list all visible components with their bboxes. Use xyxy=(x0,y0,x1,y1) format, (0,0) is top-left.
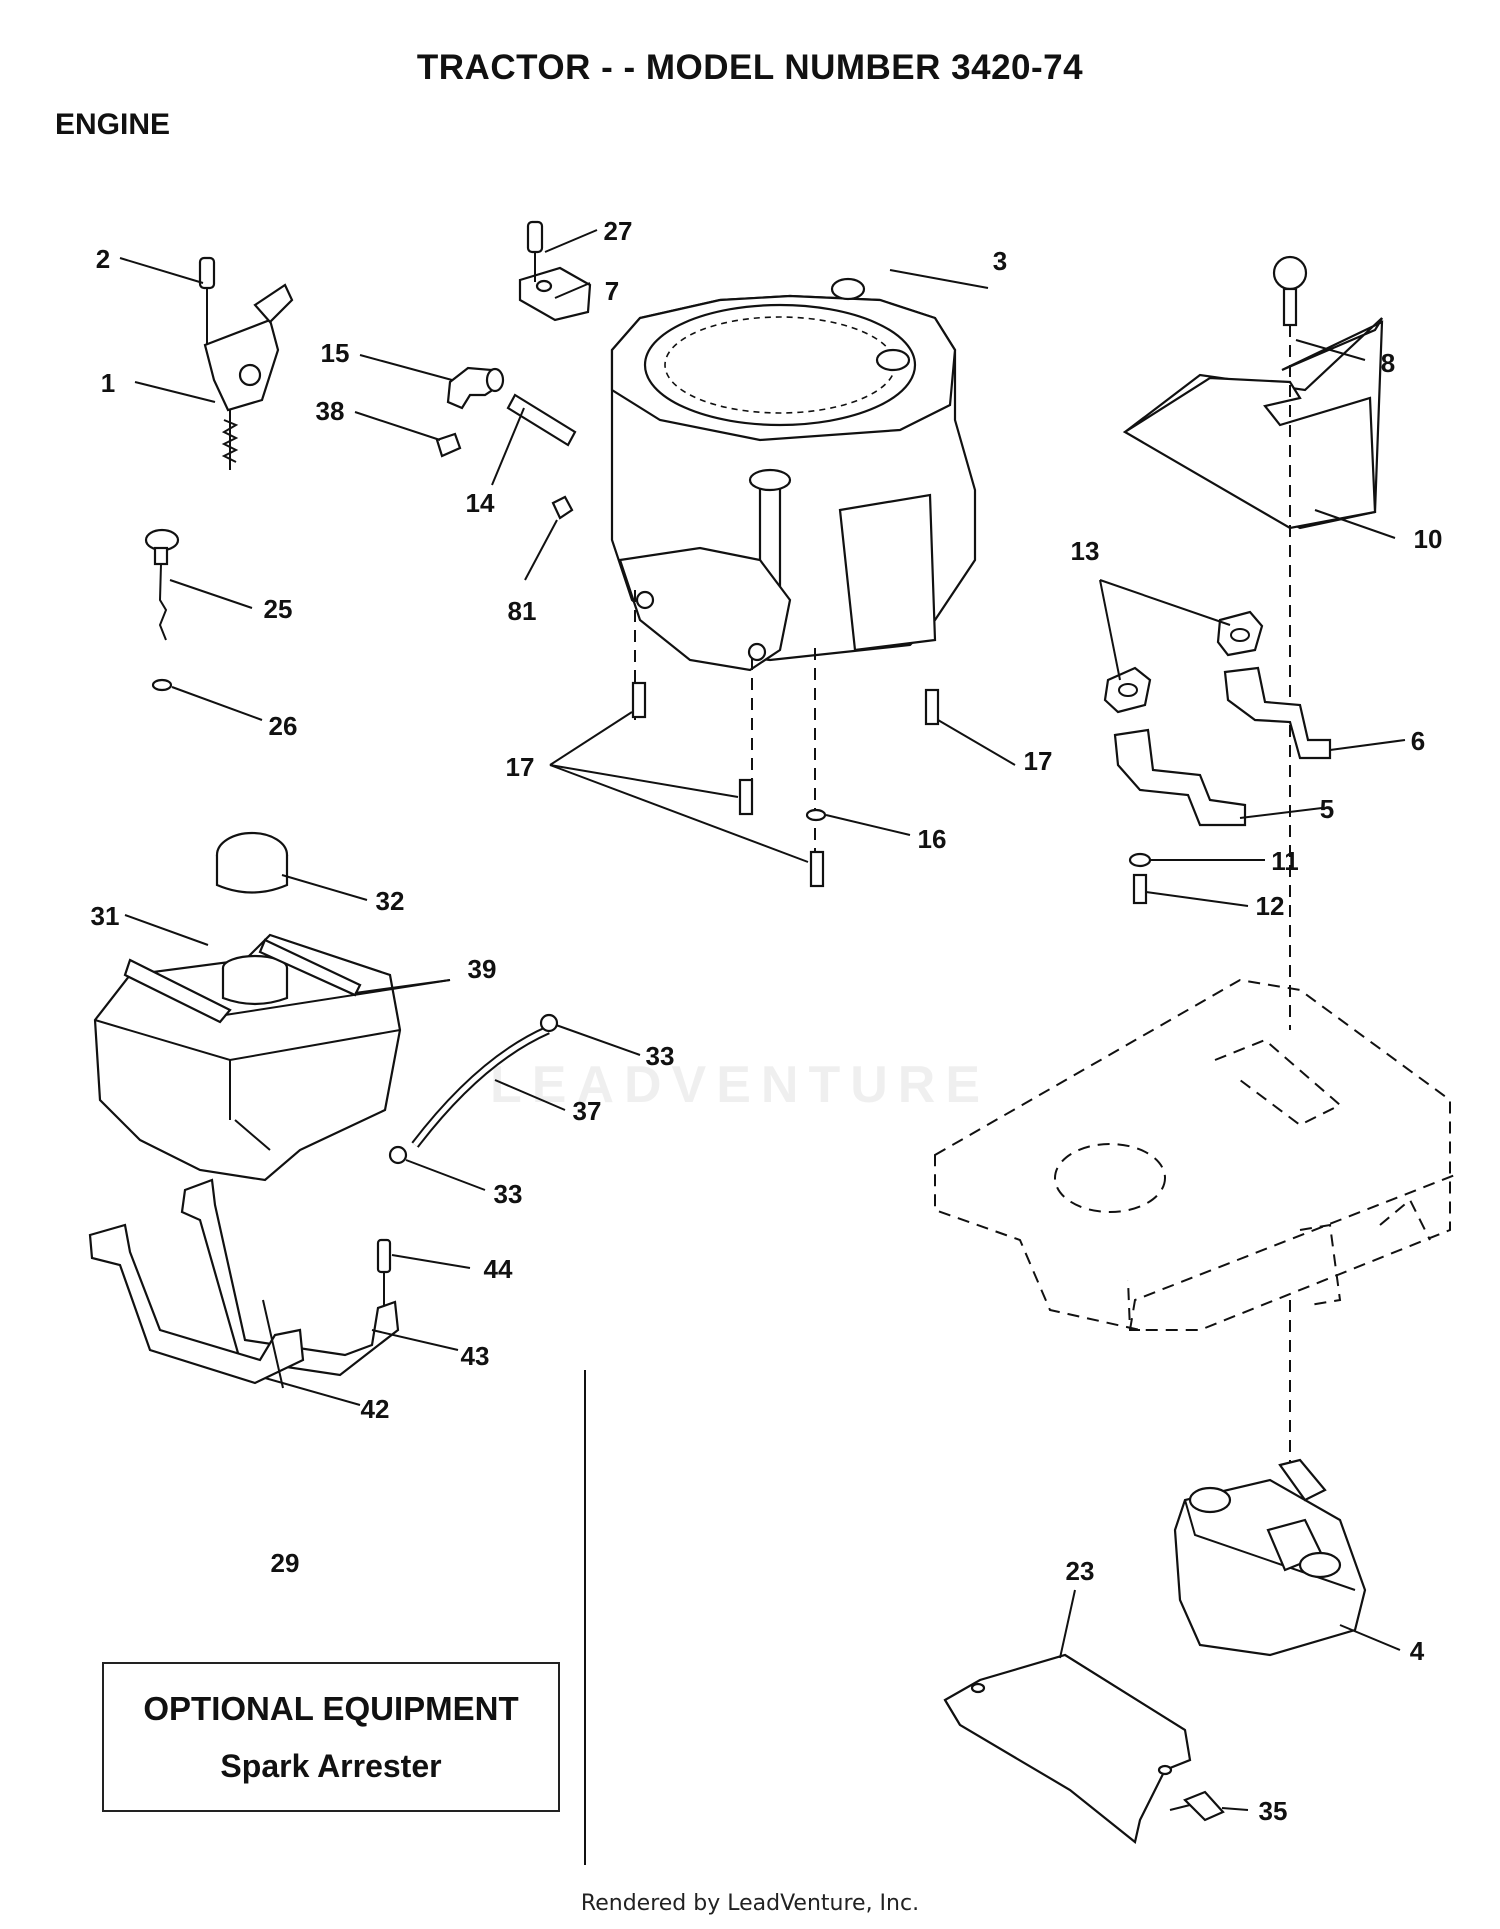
callout-labels: 1 2 3 4 5 6 7 8 10 11 12 13 14 15 16 17 … xyxy=(91,216,1443,1826)
fuel-line-part xyxy=(388,1013,559,1165)
callout-27: 27 xyxy=(604,216,633,246)
callout-6: 6 xyxy=(1411,726,1425,756)
callout-81: 81 xyxy=(508,596,537,626)
callout-7: 7 xyxy=(605,276,619,306)
tank-straps-part xyxy=(88,1178,400,1385)
exhaust-pipes-part xyxy=(1103,610,1332,905)
callout-23: 23 xyxy=(1066,1556,1095,1586)
callout-31: 31 xyxy=(91,901,120,931)
callout-15: 15 xyxy=(321,338,350,368)
choke-knob-part xyxy=(144,528,180,692)
tractor-frame-part xyxy=(934,978,1456,1470)
callout-17-right: 17 xyxy=(1024,746,1053,776)
callout-14: 14 xyxy=(466,488,495,518)
callout-38: 38 xyxy=(316,396,345,426)
muffler-part xyxy=(1173,1458,1367,1657)
fuel-tank-part xyxy=(93,831,402,1182)
optional-equipment-title: OPTIONAL EQUIPMENT xyxy=(143,1690,519,1727)
callout-39: 39 xyxy=(468,954,497,984)
callout-35: 35 xyxy=(1259,1796,1288,1826)
callout-26: 26 xyxy=(269,711,298,741)
callout-5: 5 xyxy=(1320,794,1334,824)
callout-44: 44 xyxy=(484,1254,513,1284)
leader-lines xyxy=(119,229,1406,1811)
callout-17-left: 17 xyxy=(506,752,535,782)
callout-2: 2 xyxy=(96,244,110,274)
callout-29: 29 xyxy=(271,1548,300,1578)
engine-part xyxy=(610,277,977,672)
diagram-title: TRACTOR - - MODEL NUMBER 3420-74 xyxy=(416,48,1084,87)
callout-42: 42 xyxy=(361,1394,390,1424)
optional-equipment-subtitle: Spark Arrester xyxy=(220,1748,442,1784)
callout-33-bottom: 33 xyxy=(494,1179,523,1209)
callout-3: 3 xyxy=(993,246,1007,276)
callout-4: 4 xyxy=(1410,1636,1425,1666)
callout-10: 10 xyxy=(1414,524,1443,554)
optional-equipment-box: OPTIONAL EQUIPMENT Spark Arrester xyxy=(102,1662,560,1812)
callout-11: 11 xyxy=(1271,846,1299,876)
callout-8: 8 xyxy=(1381,348,1395,378)
callout-32: 32 xyxy=(376,886,405,916)
callout-13: 13 xyxy=(1071,536,1100,566)
callout-1: 1 xyxy=(101,368,115,398)
callout-43: 43 xyxy=(461,1341,490,1371)
callout-12: 12 xyxy=(1256,891,1285,921)
callout-25: 25 xyxy=(264,594,293,624)
mounting-bolts-part xyxy=(631,590,940,888)
watermark-text: LEADVENTURE xyxy=(490,1056,991,1114)
air-cleaner-part xyxy=(1122,255,1384,1030)
throttle-control-part xyxy=(198,256,294,470)
footer-credit: Rendered by LeadVenture, Inc. xyxy=(580,1891,920,1916)
fuel-fittings-part xyxy=(435,220,592,520)
callout-33-top: 33 xyxy=(646,1041,675,1071)
spark-arrester-part xyxy=(943,1653,1225,1844)
callout-16: 16 xyxy=(918,824,947,854)
callout-37: 37 xyxy=(573,1096,602,1126)
section-label: ENGINE xyxy=(55,108,171,141)
